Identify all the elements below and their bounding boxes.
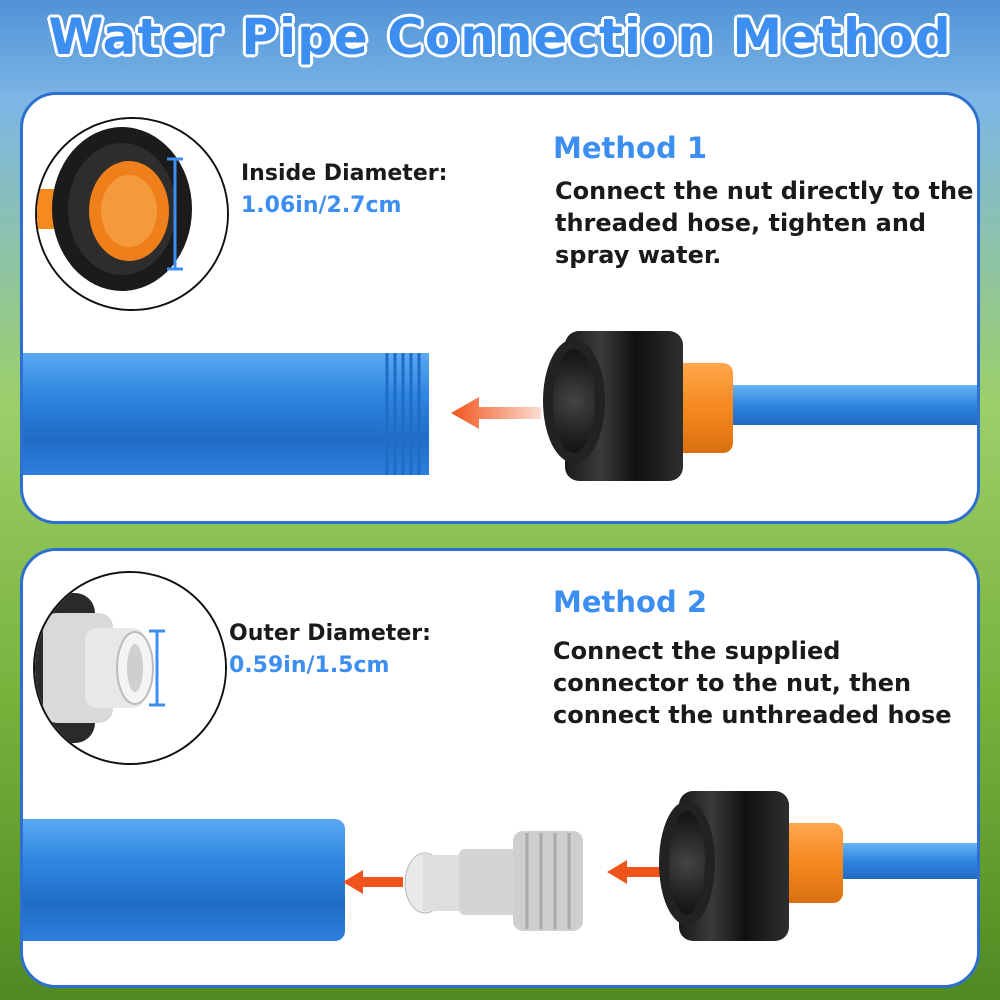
inside-diameter-value: 1.06in/2.7cm: [241, 193, 402, 218]
nut-1-opening: [543, 339, 605, 463]
arrow-left-icon: [607, 860, 663, 884]
connector-illustration: [404, 831, 583, 931]
method-2-description: Connect the supplied connector to the nu…: [553, 637, 952, 729]
nut-closeup-image: [35, 117, 229, 311]
outer-diameter-value: 0.59in/1.5cm: [229, 653, 390, 678]
method-1-description: Connect the nut directly to the threaded…: [555, 177, 974, 269]
outer-diameter-label: Outer Diameter:: [229, 621, 431, 646]
page-title: Water Pipe Connection Method: [48, 8, 952, 66]
pipe-thread-illustration: [385, 353, 421, 475]
inside-diameter-label: Inside Diameter:: [241, 161, 448, 186]
arrow-left-icon: [451, 397, 541, 429]
method-2-panel: Outer Diameter: 0.59in/1.5cm Method 2 Co…: [20, 548, 980, 988]
arrow-left-icon: [343, 870, 403, 894]
unthreaded-pipe: [23, 819, 345, 941]
method-1-heading: Method 1: [553, 131, 707, 165]
hose-1: [713, 385, 977, 425]
connector-closeup-image: [33, 571, 227, 765]
method-1-panel: Inside Diameter: 1.06in/2.7cm Method 1 C…: [20, 92, 980, 524]
nut-2-opening: [659, 801, 715, 925]
method-2-heading: Method 2: [553, 585, 707, 619]
hose-2: [823, 843, 977, 879]
connector-closeup-illustration: [35, 573, 225, 763]
nut-closeup-illustration: [37, 119, 227, 309]
threaded-pipe: [23, 353, 429, 475]
